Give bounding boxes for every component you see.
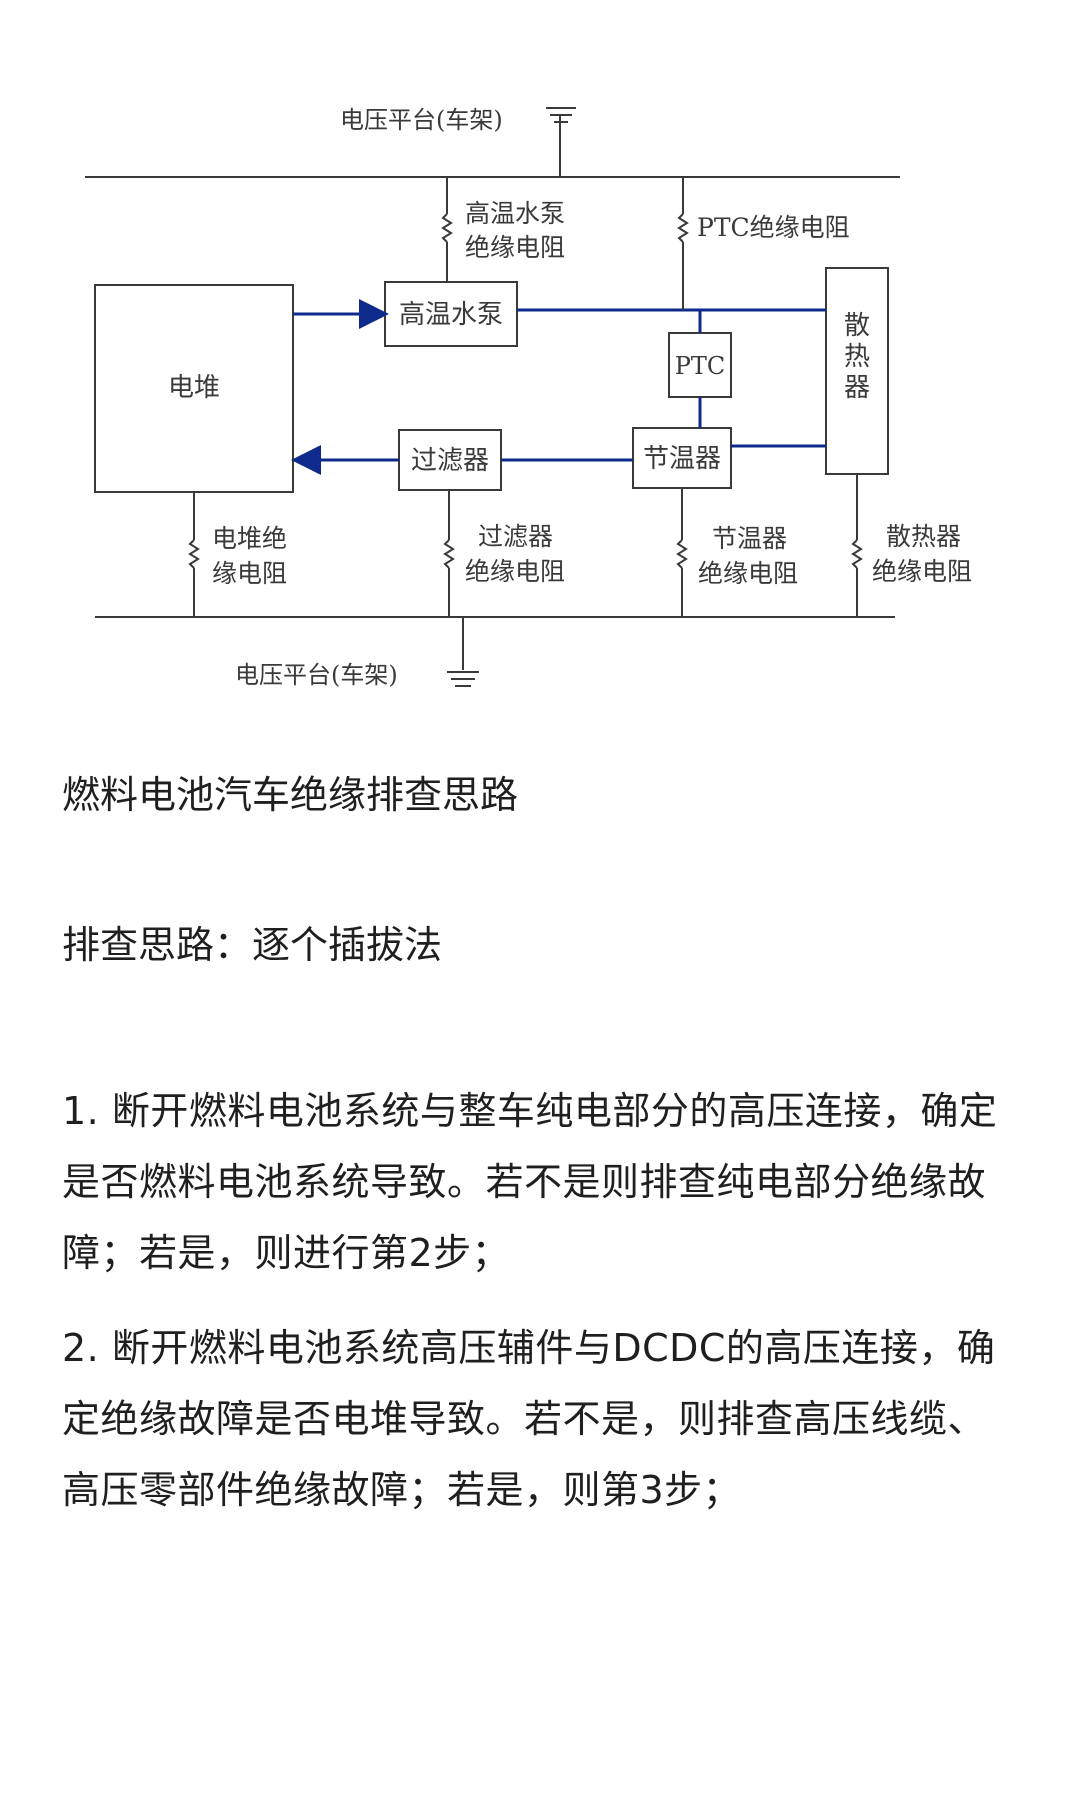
bottom-ground-label: 电压平台(车架) xyxy=(235,661,398,689)
filter-label: 过滤器 xyxy=(411,446,489,476)
pump-resistor-label-1: 高温水泵 xyxy=(465,199,565,228)
step-item: 1. 断开燃料电池系统与整车纯电部分的高压连接，确定是否燃料电池系统导致。若不是… xyxy=(62,1089,998,1275)
step-list: 1. 断开燃料电池系统与整车纯电部分的高压连接，确定是否燃料电池系统导致。若不是… xyxy=(62,1076,1022,1526)
insulation-diagram: 电压平台(车架) 电压平台(车架) 电堆 高温水泵 PTC 过滤器 节温器 散热… xyxy=(85,106,972,689)
top-ground-label: 电压平台(车架) xyxy=(340,106,503,134)
bottom-ground-rail xyxy=(95,616,895,687)
filter-resistor-label-1: 过滤器 xyxy=(478,522,553,551)
article-body: 燃料电池汽车绝缘排查思路 排查思路：逐个插拔法 1. 断开燃料电池系统与整车纯电… xyxy=(62,770,1022,1550)
stack-box xyxy=(94,284,294,493)
radiator-box xyxy=(825,267,889,475)
coolant-flow xyxy=(291,299,826,475)
radiator-resistor-label-2: 绝缘电阻 xyxy=(872,557,972,586)
radiator-label: 散热器 xyxy=(844,311,870,403)
pump-resistor-label-2: 绝缘电阻 xyxy=(465,233,565,262)
filter-resistor-label-2: 绝缘电阻 xyxy=(465,557,565,586)
stack-resistor-label-2: 缘电阻 xyxy=(212,559,287,588)
ptc-label: PTC xyxy=(675,352,726,380)
thermostat-box xyxy=(632,427,732,489)
top-resistors xyxy=(441,177,689,310)
radiator-resistor-label-1: 散热器 xyxy=(886,522,961,551)
ground-icon: 电压平台(车架) xyxy=(340,106,503,134)
thermostat-resistor-label-1: 节温器 xyxy=(712,524,787,553)
stack-label: 电堆 xyxy=(168,373,220,403)
article-subtitle: 排查思路：逐个插拔法 xyxy=(62,923,443,967)
top-ground-rail xyxy=(85,107,900,178)
thermostat-resistor-label-2: 绝缘电阻 xyxy=(698,559,798,588)
bottom-resistors xyxy=(188,474,863,617)
ptc-resistor-label: PTC绝缘电阻 xyxy=(697,213,850,242)
pump-label: 高温水泵 xyxy=(399,300,503,330)
article-title: 燃料电池汽车绝缘排查思路 xyxy=(62,773,519,817)
thermostat-label: 节温器 xyxy=(643,444,721,474)
stack-resistor-label-1: 电堆绝 xyxy=(212,524,287,553)
step-item: 2. 断开燃料电池系统高压辅件与DCDC的高压连接，确定绝缘故障是否电堆导致。若… xyxy=(62,1326,996,1512)
